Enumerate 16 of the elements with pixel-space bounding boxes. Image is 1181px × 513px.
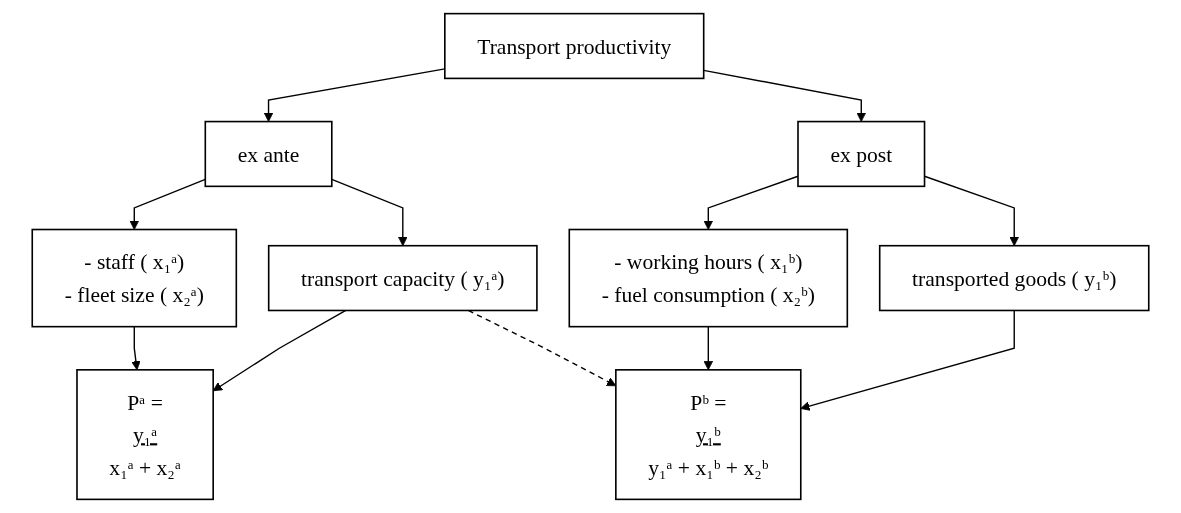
node-box: Pᵃ = y₁ᵃ x₁ᵃ + x₂ᵃ: [76, 369, 214, 501]
node-box: transport capacity ( y₁ᵃ): [267, 244, 538, 312]
node-box: Transport productivity: [444, 12, 705, 80]
node-box: transported goods ( y₁ᵇ): [878, 244, 1150, 312]
node-box: ex post: [797, 120, 926, 188]
arrow: [703, 325, 714, 371]
arrow: [703, 175, 799, 230]
node-box: ex ante: [204, 120, 333, 188]
node-box: - working hours ( x₁ᵇ) - fuel consumption ( x₂ᵇ): [568, 228, 849, 328]
node-box: Pᵇ = y₁ᵇ y₁ᵃ + x₁ᵇ + x₂ᵇ: [615, 369, 802, 501]
arrow: [331, 178, 408, 247]
arrow: [703, 69, 866, 122]
node-box: - staff ( x₁ᵃ) - fleet size ( x₂ᵃ): [31, 228, 238, 328]
arrow: [129, 178, 206, 230]
arrow: [131, 325, 141, 371]
arrow: [800, 309, 1015, 411]
